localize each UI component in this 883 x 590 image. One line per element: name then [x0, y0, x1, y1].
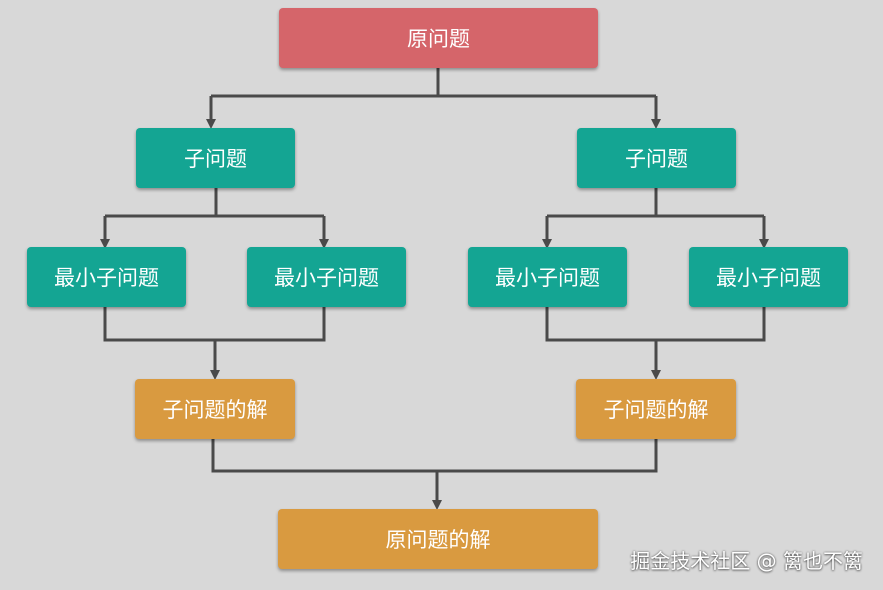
connector-sol-merge	[211, 439, 658, 473]
node-min-3: 最小子问题	[468, 247, 627, 307]
node-sol-right: 子问题的解	[576, 379, 736, 439]
node-sub-left: 子问题	[136, 128, 295, 188]
node-sub-right: 子问题	[577, 128, 736, 188]
connector-sub-right-split	[547, 188, 764, 218]
node-sol-left: 子问题的解	[135, 379, 295, 439]
node-root: 原问题	[279, 8, 598, 68]
watermark: 掘金技术社区 @ 篱也不篱	[630, 549, 863, 573]
node-min-2: 最小子问题	[247, 247, 406, 307]
node-min-1: 最小子问题	[27, 247, 186, 307]
connector-min-right-merge	[545, 307, 766, 342]
connector-min-left-merge	[103, 307, 326, 342]
connector-root-split	[211, 68, 656, 98]
node-final: 原问题的解	[278, 509, 598, 569]
node-min-4: 最小子问题	[689, 247, 848, 307]
connector-sub-left-split	[105, 188, 324, 218]
